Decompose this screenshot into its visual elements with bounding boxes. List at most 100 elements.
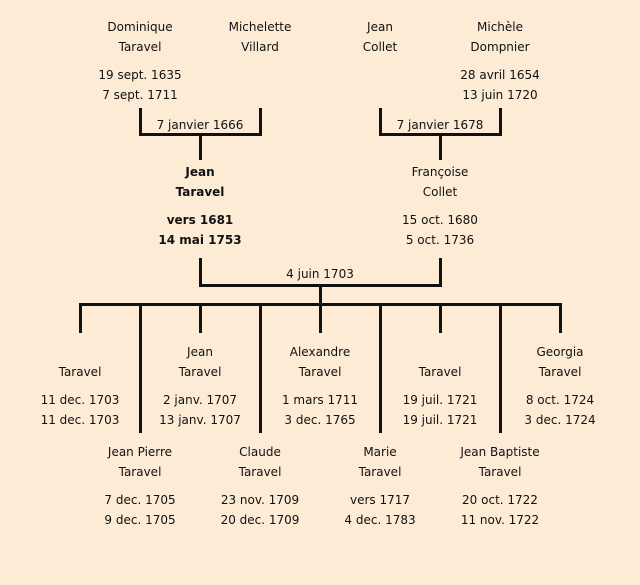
death-date	[195, 85, 325, 105]
death-date: 19 juil. 1721	[402, 413, 478, 427]
death-date: 11 dec. 1703	[40, 413, 120, 427]
marriage-date: 4 juin 1703	[286, 267, 354, 281]
connector-line	[559, 305, 562, 333]
person-first-name: Jean	[185, 165, 215, 179]
death-date: 4 dec. 1783	[344, 513, 416, 527]
connector-line	[199, 135, 202, 160]
person-last-name: Taravel	[418, 365, 462, 379]
death-date: 3 dec. 1765	[284, 413, 356, 427]
person-last-name: Villard	[241, 40, 279, 54]
connector-line	[139, 305, 142, 433]
connector-line	[259, 108, 262, 136]
person-last-name: Dompnier	[470, 40, 530, 54]
connector-line	[499, 305, 502, 433]
person-first-name	[15, 342, 145, 362]
birth-date: 19 juil. 1721	[402, 393, 478, 407]
person-last-name: Taravel	[478, 465, 522, 479]
person-first-name: Michèle	[477, 20, 523, 34]
connector-line	[259, 305, 262, 433]
birth-date: 28 avril 1654	[460, 68, 540, 82]
death-date: 9 dec. 1705	[104, 513, 176, 527]
birth-date: 20 oct. 1722	[462, 493, 538, 507]
person-first-name: Georgia	[536, 345, 584, 359]
birth-date: 23 nov. 1709	[220, 493, 300, 507]
person-last-name: Collet	[422, 185, 458, 199]
birth-date: vers 1717	[349, 493, 411, 507]
death-date: 20 dec. 1709	[220, 513, 300, 527]
birth-date: 8 oct. 1724	[525, 393, 595, 407]
connector-line	[79, 305, 82, 333]
person-first-name: Michelette	[228, 20, 292, 34]
birth-date: 15 oct. 1680	[402, 213, 478, 227]
connector-line	[439, 305, 442, 333]
birth-date: 19 sept. 1635	[98, 68, 182, 82]
birth-date: 2 janv. 1707	[162, 393, 238, 407]
person-first-name: Alexandre	[289, 345, 351, 359]
person-card[interactable]: Taravel 19 juil. 1721 19 juil. 1721	[375, 342, 505, 430]
person-last-name: Taravel	[175, 185, 225, 199]
death-date: 13 janv. 1707	[159, 413, 241, 427]
death-date: 13 juin 1720	[462, 88, 538, 102]
connector-line	[199, 258, 202, 287]
birth-date: 1 mars 1711	[281, 393, 359, 407]
person-last-name: Taravel	[118, 40, 162, 54]
death-date: 11 nov. 1722	[460, 513, 540, 527]
person-last-name: Taravel	[538, 365, 582, 379]
birth-date	[315, 65, 445, 85]
connector-line	[199, 305, 202, 333]
person-first-name: Jean Baptiste	[460, 445, 540, 459]
death-date: 14 mai 1753	[158, 233, 242, 247]
person-last-name: Collet	[362, 40, 398, 54]
connector-line	[199, 284, 442, 287]
person-first-name: Jean	[187, 345, 213, 359]
connector-line	[379, 133, 502, 136]
connector-line	[139, 133, 262, 136]
person-first-name: Dominique	[107, 20, 173, 34]
connector-line	[79, 303, 562, 306]
connector-line	[439, 258, 442, 287]
connector-line	[439, 135, 442, 160]
person-first-name: Jean	[367, 20, 393, 34]
death-date: 7 sept. 1711	[102, 88, 178, 102]
person-last-name: Taravel	[58, 365, 102, 379]
connector-line	[319, 286, 322, 306]
connector-line	[379, 305, 382, 433]
person-last-name: Taravel	[118, 465, 162, 479]
person-first-name: Marie	[363, 445, 397, 459]
birth-date: 11 dec. 1703	[40, 393, 120, 407]
death-date	[315, 85, 445, 105]
connector-line	[499, 108, 502, 136]
death-date: 3 dec. 1724	[524, 413, 596, 427]
person-first-name: Françoise	[411, 165, 469, 179]
person-last-name: Taravel	[238, 465, 282, 479]
person-card[interactable]: Taravel 11 dec. 1703 11 dec. 1703	[15, 342, 145, 430]
person-first-name: Claude	[239, 445, 281, 459]
death-date: 5 oct. 1736	[405, 233, 475, 247]
birth-date: 7 dec. 1705	[104, 493, 176, 507]
person-first-name: Jean Pierre	[107, 445, 173, 459]
person-last-name: Taravel	[358, 465, 402, 479]
birth-date: vers 1681	[166, 213, 234, 227]
person-last-name: Taravel	[298, 365, 342, 379]
connector-line	[319, 305, 322, 333]
connector-line	[139, 108, 142, 136]
person-last-name: Taravel	[178, 365, 222, 379]
marriage-date: 7 janvier 1666	[156, 118, 244, 132]
person-first-name	[375, 342, 505, 362]
connector-line	[379, 108, 382, 136]
marriage-date: 7 janvier 1678	[396, 118, 484, 132]
birth-date	[195, 65, 325, 85]
